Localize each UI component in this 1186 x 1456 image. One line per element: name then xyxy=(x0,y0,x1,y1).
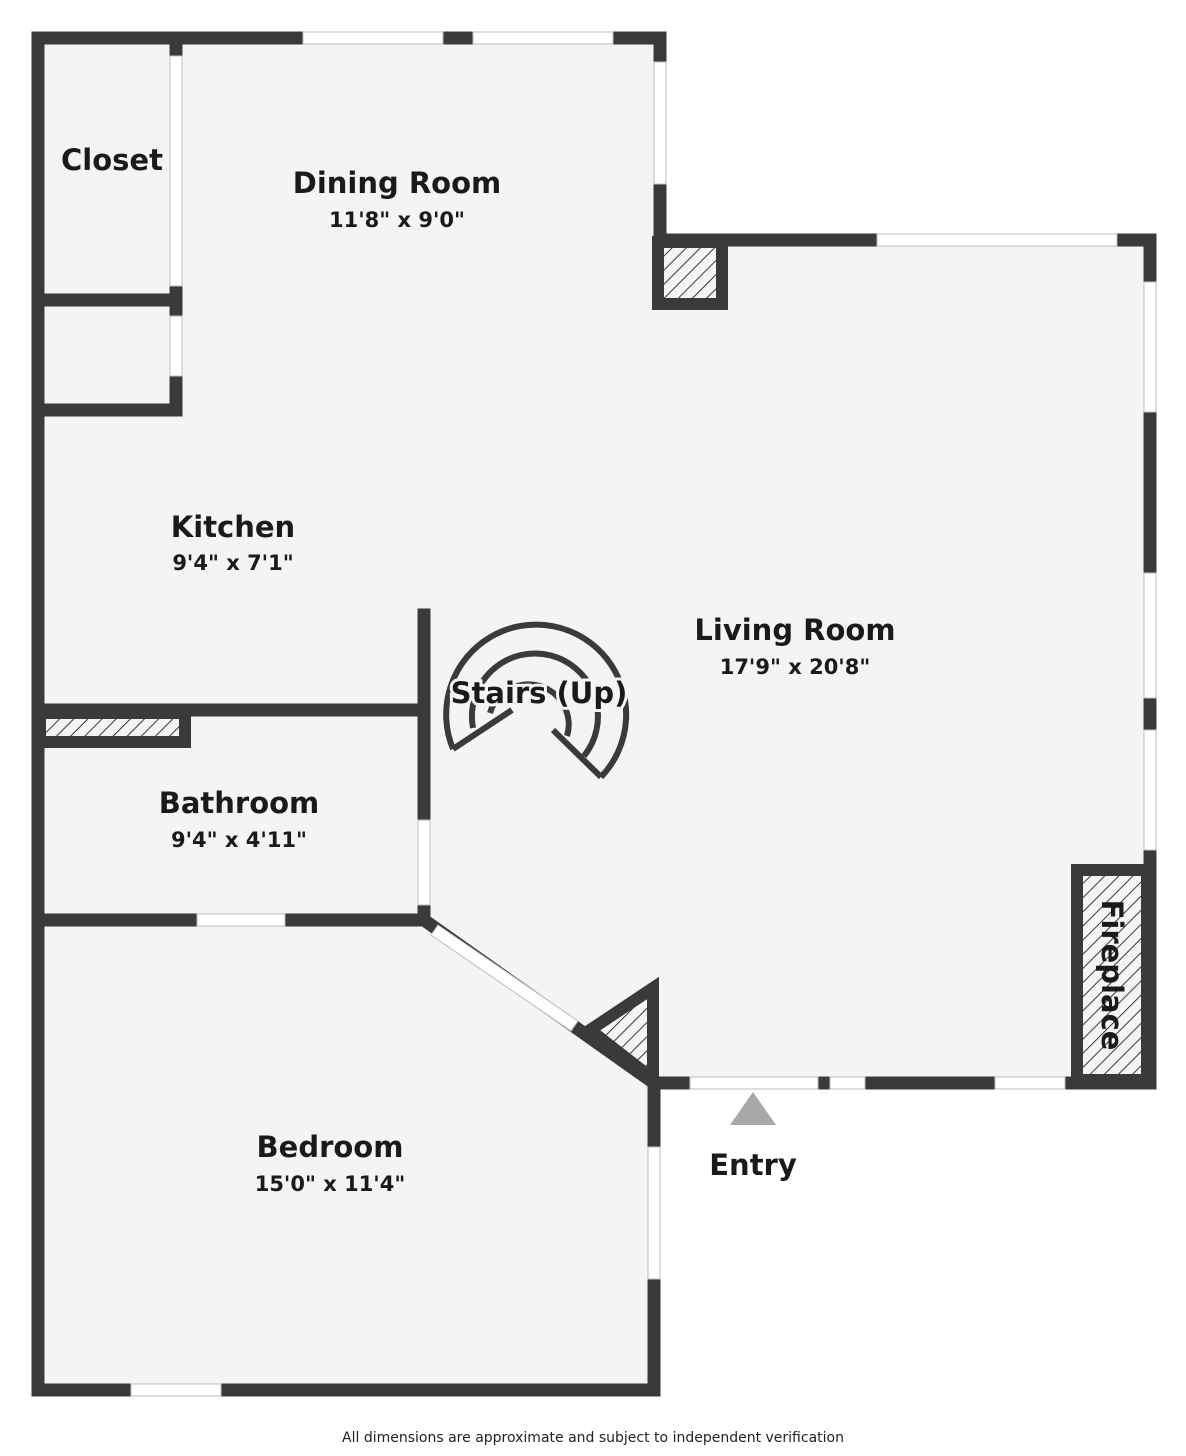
bathroom-label: Bathroom xyxy=(159,786,320,820)
bedroom-label: Bedroom xyxy=(257,1130,404,1164)
windows xyxy=(130,31,1157,1397)
entry-label: Entry xyxy=(709,1148,797,1182)
door-openings xyxy=(169,55,579,1032)
bathroom-dimensions: 9'4" x 4'11" xyxy=(171,828,307,852)
entry-corner-block xyxy=(579,976,659,1092)
disclaimer-text: All dimensions are approximate and subje… xyxy=(342,1430,844,1446)
kitchen-dimensions: 9'4" x 7'1" xyxy=(172,551,293,575)
fireplace-label: Fireplace xyxy=(1095,900,1129,1051)
dining-room-label: Dining Room xyxy=(293,166,502,200)
living-room-label: Living Room xyxy=(694,613,895,647)
hatched-blocks xyxy=(34,236,1153,1092)
entry-arrow-icon xyxy=(730,1092,776,1125)
dining-room-dimensions: 11'8" x 9'0" xyxy=(329,208,465,232)
fireplace-block xyxy=(1071,864,1153,1086)
kitchen-counter-block xyxy=(34,707,191,748)
living-room-dimensions: 17'9" x 20'8" xyxy=(720,655,871,679)
kitchen-label: Kitchen xyxy=(171,510,295,544)
column-block xyxy=(652,236,728,310)
spiral-stairs xyxy=(443,621,630,780)
floor-area xyxy=(38,38,1150,1390)
stairs-label: Stairs (Up) xyxy=(451,676,628,710)
closet-label: Closet xyxy=(61,143,163,177)
bedroom-dimensions: 15'0" x 11'4" xyxy=(255,1172,406,1196)
